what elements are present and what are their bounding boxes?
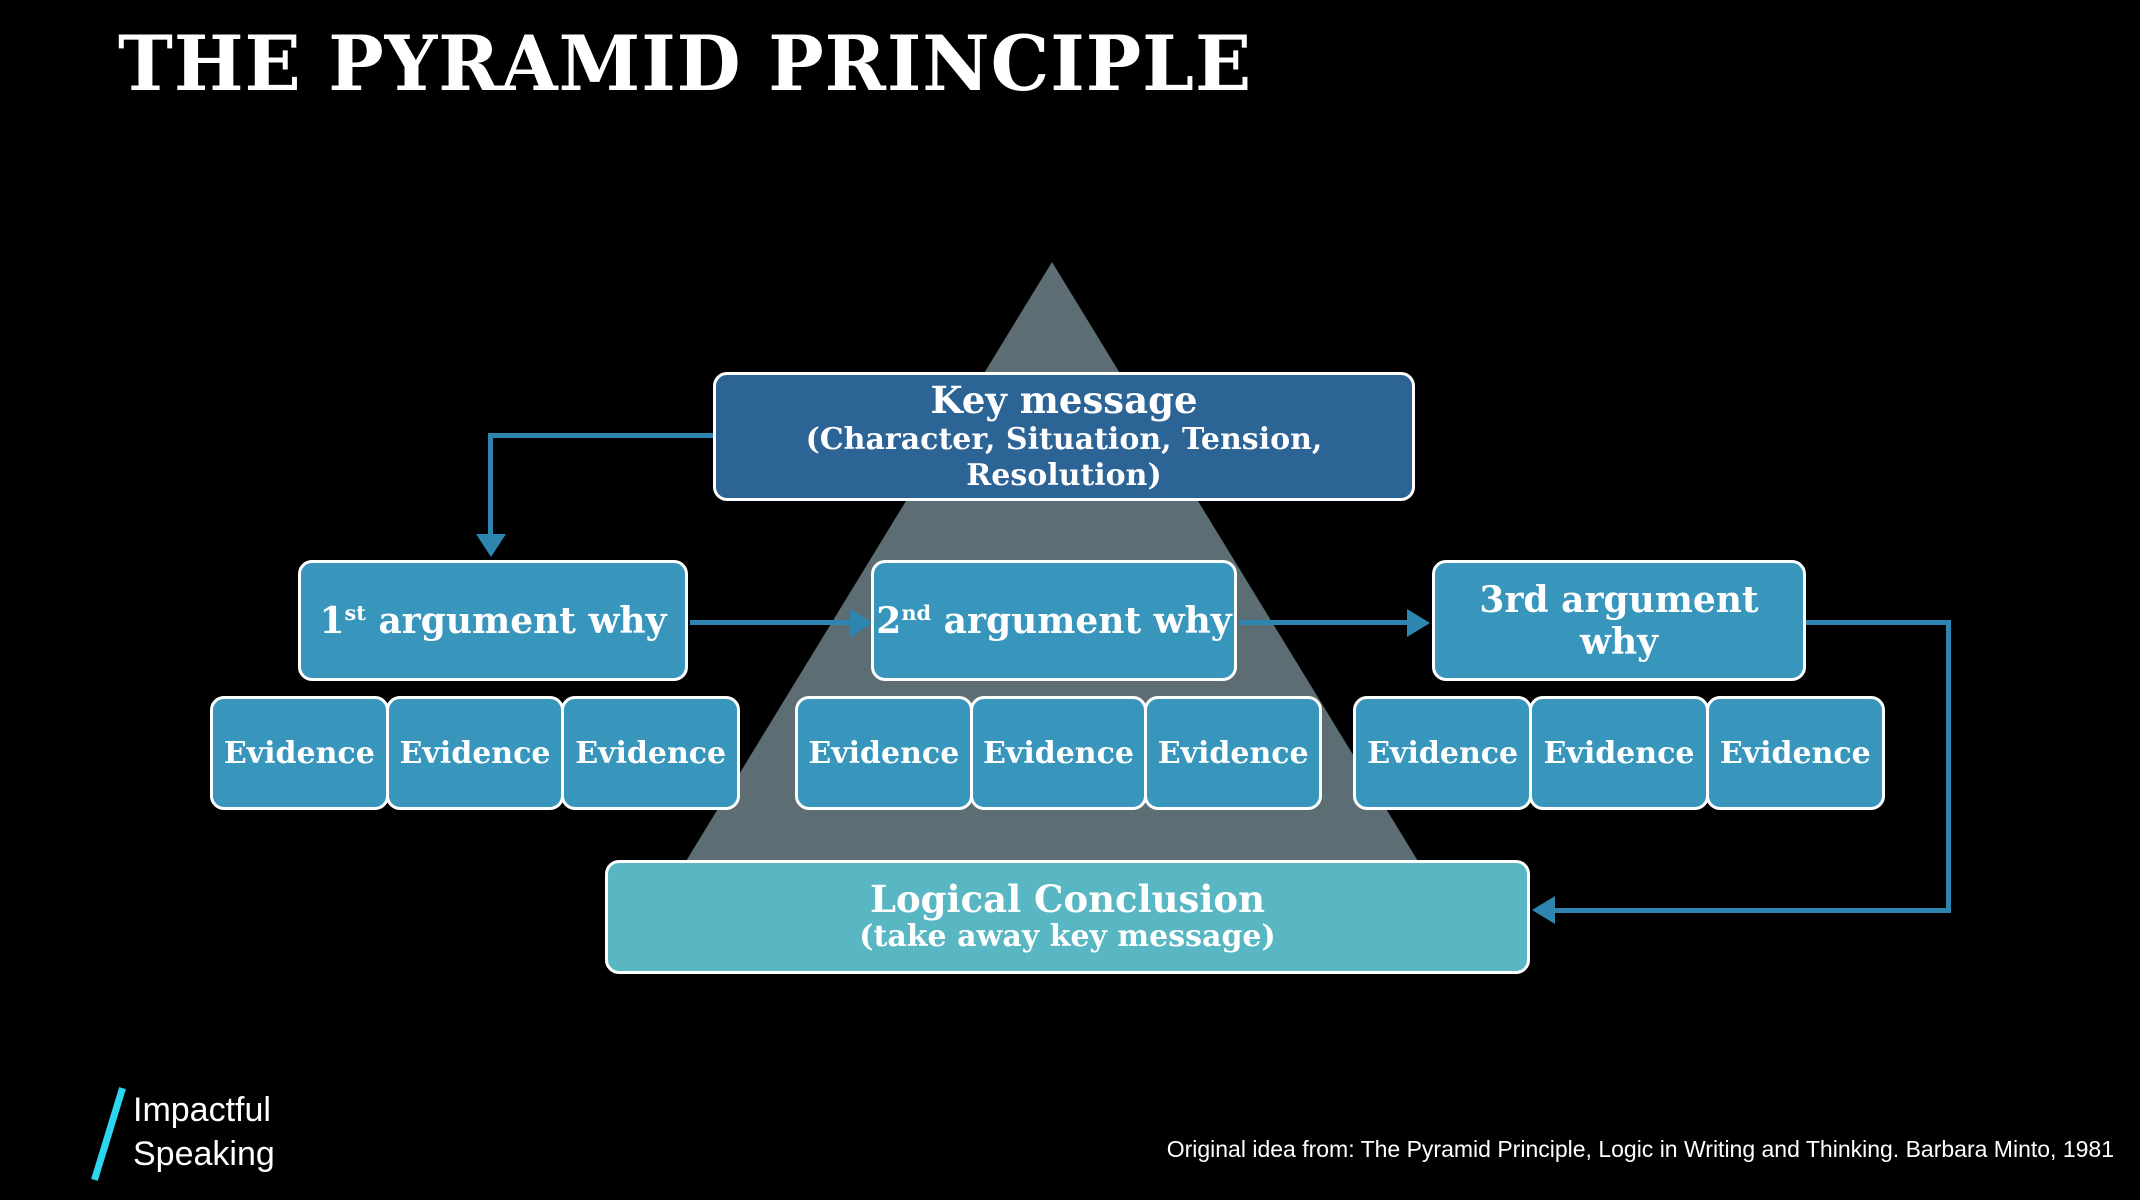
evidence-group-1: Evidence Evidence Evidence [210, 696, 741, 810]
connector-arg3-to-conclusion-top [1806, 620, 1951, 625]
evidence-box: Evidence [795, 696, 973, 810]
key-message-title: Key message [930, 378, 1198, 423]
arrowhead-right-icon [850, 609, 873, 637]
connector-arg1-to-arg2 [690, 620, 853, 625]
connector-keymessage-to-arg1-horizontal [488, 433, 713, 438]
conclusion-title: Logical Conclusion [869, 877, 1266, 922]
attribution-text: Original idea from: The Pyramid Principl… [1166, 1136, 2114, 1162]
connector-keymessage-to-arg1-vertical [488, 433, 493, 537]
connector-arg3-to-conclusion-bottom [1553, 908, 1951, 913]
evidence-box: Evidence [561, 696, 741, 810]
argument-box-1: 1st argument why [298, 560, 688, 681]
key-message-subtitle: (Character, Situation, Tension, Resoluti… [805, 421, 1323, 493]
key-message-box: Key message (Character, Situation, Tensi… [713, 372, 1415, 501]
evidence-box: Evidence [385, 696, 565, 810]
arrowhead-left-icon [1532, 896, 1555, 924]
argument-label-3: 3rd argument why [1479, 578, 1759, 663]
argument-label-2: 2nd argument why [876, 599, 1232, 642]
logical-conclusion-box: Logical Conclusion (take away key messag… [605, 860, 1530, 974]
evidence-box: Evidence [969, 696, 1148, 810]
argument-box-2: 2nd argument why [871, 560, 1237, 681]
conclusion-subtitle: (take away key message) [859, 919, 1276, 955]
arrowhead-down-icon [476, 534, 506, 557]
argument-label-1: 1st argument why [319, 599, 667, 642]
connector-arg3-to-conclusion-vertical [1946, 620, 1951, 913]
evidence-group-2: Evidence Evidence Evidence [795, 696, 1323, 810]
evidence-box: Evidence [210, 696, 389, 810]
arrowhead-right-icon [1407, 609, 1430, 637]
evidence-box: Evidence [1353, 696, 1533, 810]
evidence-box: Evidence [1529, 696, 1709, 810]
evidence-box: Evidence [1144, 696, 1323, 810]
evidence-box: Evidence [1705, 696, 1885, 810]
connector-arg2-to-arg3 [1239, 620, 1410, 625]
evidence-group-3: Evidence Evidence Evidence [1353, 696, 1885, 810]
argument-box-3: 3rd argument why [1432, 560, 1806, 681]
slide-title: THE PYRAMID PRINCIPLE [118, 19, 1253, 108]
slash-icon [91, 1087, 126, 1181]
